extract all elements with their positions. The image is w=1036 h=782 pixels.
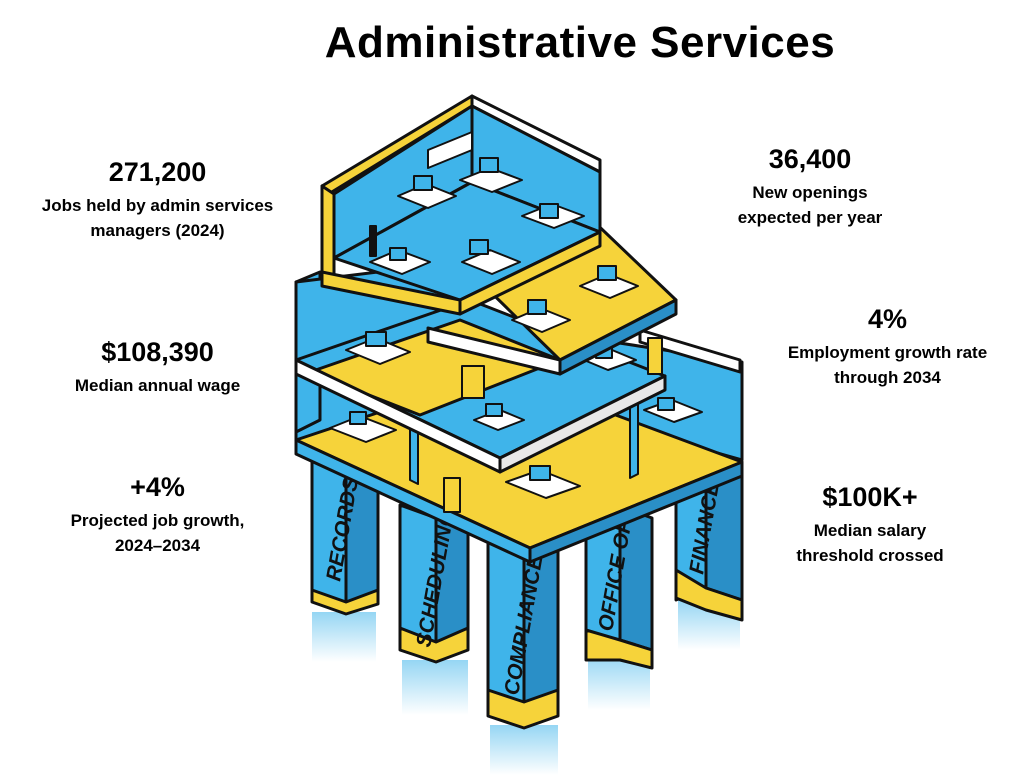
stat-value: 36,400	[768, 144, 852, 174]
stat-label: Median annual wage	[30, 373, 285, 398]
stat-label-line: Employment growth rate	[787, 343, 988, 362]
stat-label: New openings expected per year	[690, 180, 930, 230]
page-title: Administrative Services	[324, 18, 836, 67]
stat-label-line: managers (2024)	[90, 221, 225, 240]
stat-label: Employment growth rate through 2034	[760, 340, 1015, 390]
stat-value: +4%	[130, 472, 185, 502]
stat-value: $108,390	[101, 337, 214, 367]
stat-label-line: through 2034	[834, 368, 941, 387]
stat-salary-threshold: $100K+ Median salary threshold crossed	[760, 480, 980, 568]
stat-value: $100K+	[822, 482, 918, 512]
pillar-records: RECORDS	[310, 456, 380, 662]
stat-label-line: Jobs held by admin services	[41, 196, 274, 215]
stat-employment-growth-rate: 4% Employment growth rate through 2034	[760, 302, 1015, 390]
stat-value: 271,200	[108, 157, 207, 187]
floor-4	[320, 94, 602, 316]
stat-jobs-held: 271,200 Jobs held by admin services mana…	[30, 155, 285, 243]
stat-new-openings: 36,400 New openings expected per year	[690, 142, 930, 230]
stat-label-line: Median salary	[813, 521, 927, 540]
stat-label-line: Projected job growth,	[70, 511, 245, 530]
stat-label-line: New openings	[752, 183, 868, 202]
stat-label-line: 2024–2034	[114, 536, 201, 555]
stat-projected-growth: +4% Projected job growth, 2024–2034	[30, 470, 285, 558]
stat-label: Projected job growth, 2024–2034	[30, 508, 285, 558]
stat-label: Jobs held by admin services managers (20…	[30, 193, 285, 243]
pillar-scheduling: SCHEDULING	[398, 503, 470, 715]
pillar-compliance: COMPLIANCE	[486, 538, 560, 775]
stat-label-line: Median annual wage	[74, 376, 241, 395]
pillar-office-ops: OFFICE OPS	[584, 504, 654, 710]
stat-median-wage: $108,390 Median annual wage	[30, 335, 285, 398]
stat-label-line: expected per year	[737, 208, 883, 227]
stat-label: Median salary threshold crossed	[760, 518, 980, 568]
stat-value: 4%	[867, 304, 908, 334]
stat-label-line: threshold crossed	[796, 546, 944, 565]
